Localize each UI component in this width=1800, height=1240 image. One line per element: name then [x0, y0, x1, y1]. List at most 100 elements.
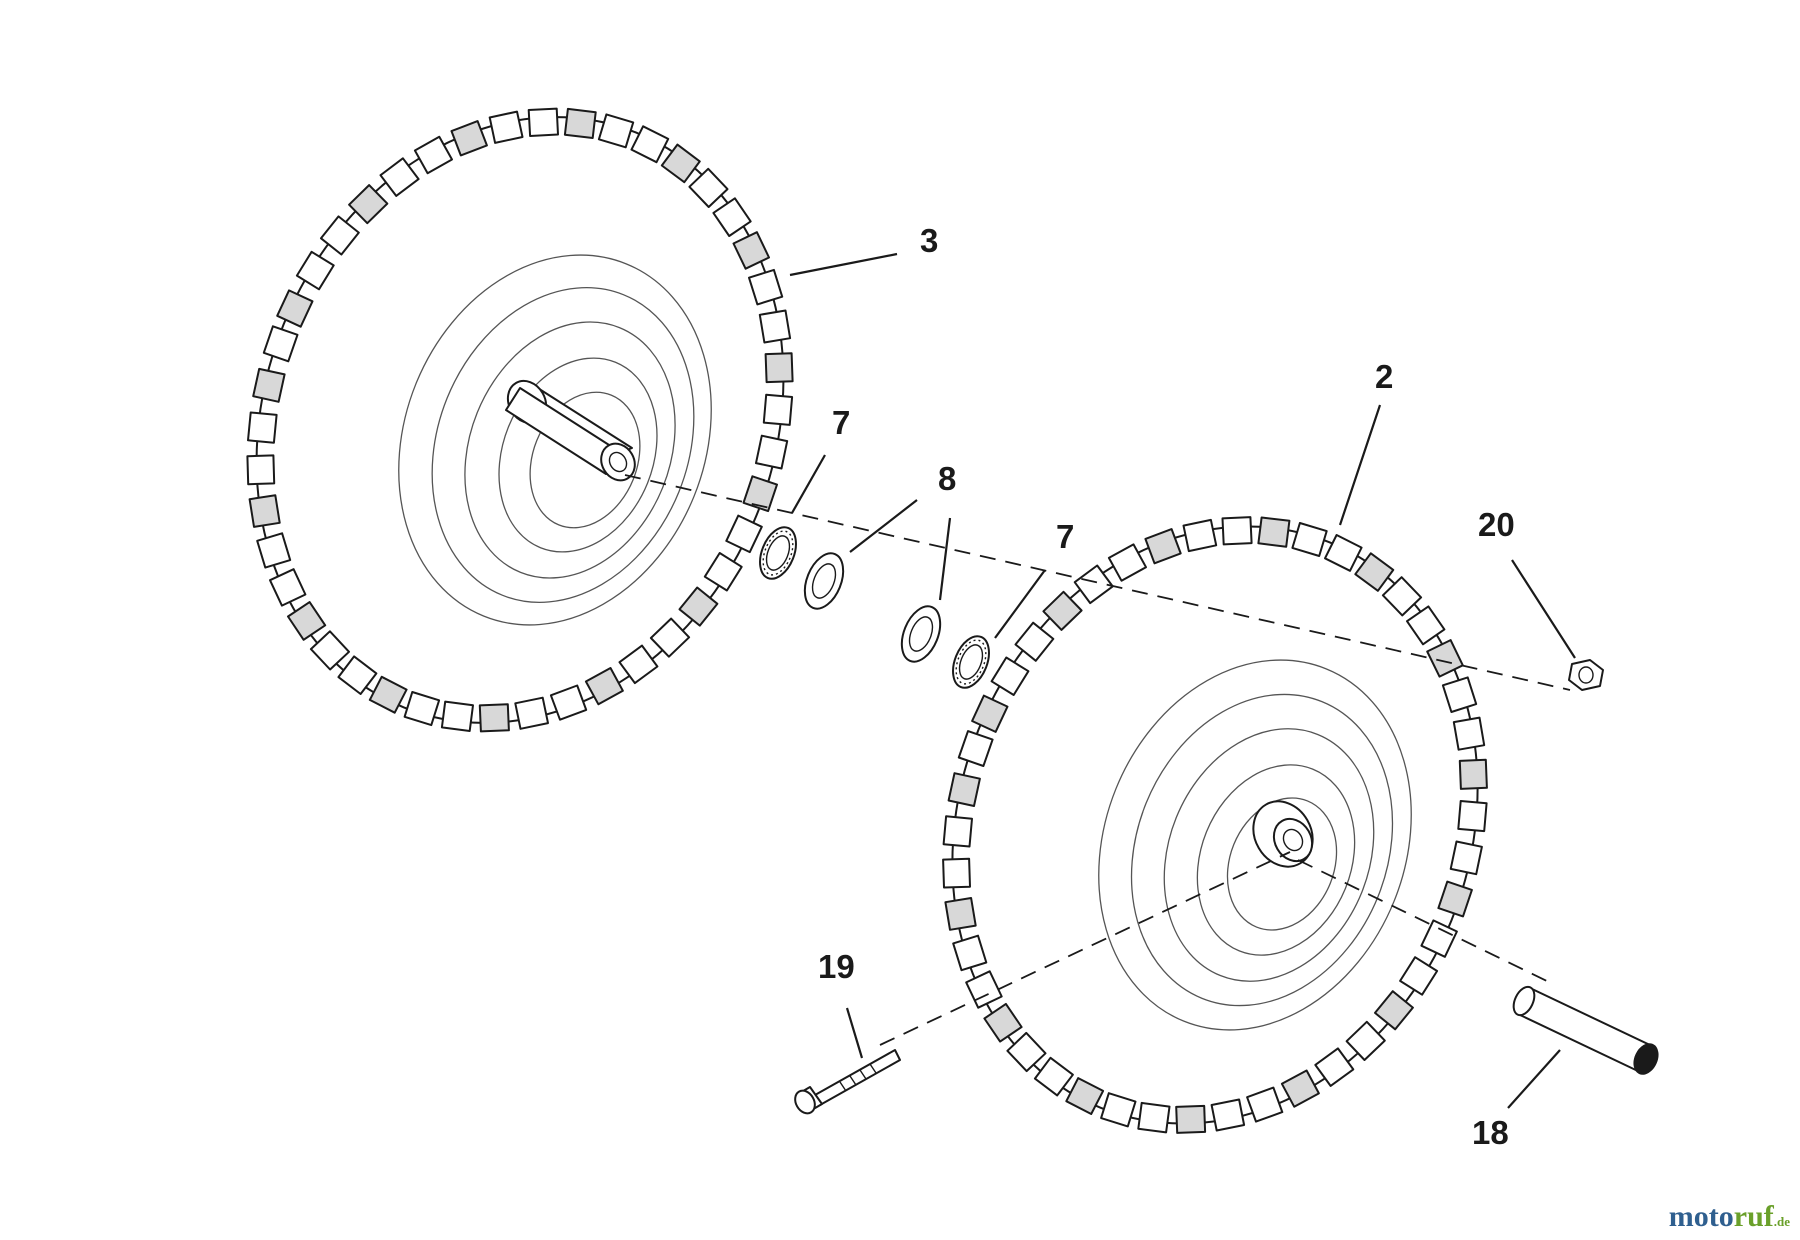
leader-flat-washer-top	[849, 499, 918, 553]
tread-lug	[527, 107, 559, 137]
label-lock-washer-top: 7	[832, 404, 850, 441]
tread-lug	[971, 694, 1009, 733]
tread-lug	[269, 568, 307, 607]
tread-lug	[703, 552, 743, 592]
tread-lug	[1452, 716, 1486, 751]
tread-lug	[276, 289, 314, 328]
tread-lug	[712, 197, 752, 237]
wheel-left-hub-shaft	[505, 379, 636, 482]
tread-lug	[1210, 1098, 1246, 1132]
tread-lug	[630, 125, 670, 164]
label-flat-washer-top: 8	[938, 460, 956, 497]
tread-lug	[379, 157, 420, 197]
tread-lug	[618, 644, 659, 685]
tread-lug	[348, 184, 389, 225]
tread-lug	[337, 655, 378, 695]
tread-lug	[309, 630, 350, 671]
flat-washer-top	[803, 552, 845, 610]
leader-wheel-right	[1338, 404, 1382, 526]
wheel-left-tread	[246, 107, 794, 733]
tread-lug	[514, 696, 549, 730]
label-nut: 20	[1478, 506, 1515, 543]
tread-lug	[1107, 543, 1147, 582]
label-bolt: 19	[818, 948, 855, 985]
leader-lock-washer-bottom	[994, 569, 1046, 639]
wheel-left	[246, 107, 794, 733]
tread-lug	[1221, 516, 1253, 546]
assembly-axis-upper	[624, 474, 1571, 691]
tread-lug	[248, 494, 281, 528]
wheel-left-rim-outer	[398, 254, 712, 626]
tread-lug	[295, 250, 335, 291]
tread-lug	[983, 1002, 1023, 1043]
watermark-part1: moto	[1668, 1200, 1734, 1233]
tread-lug	[1374, 990, 1414, 1031]
tread-lug	[262, 325, 299, 363]
tread-lug	[947, 772, 981, 807]
wheel-right-tire	[951, 525, 1479, 1125]
tread-lug	[755, 434, 789, 470]
tread-lug	[1042, 590, 1083, 631]
tread-lug	[1280, 1069, 1320, 1108]
tread-lug	[758, 309, 792, 344]
tread-lug	[678, 586, 719, 627]
tread-lug	[1420, 919, 1458, 958]
tread-lug	[742, 475, 778, 513]
tread-lug	[563, 107, 597, 139]
tread-lug	[256, 532, 292, 569]
tread-lug	[952, 934, 988, 972]
tread-lug	[1381, 576, 1423, 617]
tread-lug	[764, 352, 794, 384]
tread-lug	[549, 684, 588, 721]
tread-lug	[1033, 1056, 1074, 1097]
tread-lug	[1345, 1020, 1386, 1061]
tread-lug	[584, 667, 624, 706]
tread-lug	[1144, 528, 1182, 565]
assembly-axis-axle	[1297, 859, 1556, 986]
tread-lug	[1073, 564, 1114, 605]
tread-lug	[1457, 800, 1488, 833]
leader-flat-washer-bottom	[938, 517, 952, 601]
flat-washer-bottom	[900, 605, 942, 663]
tread-lug	[965, 970, 1003, 1009]
assembly-axis-bolt	[879, 851, 1291, 1046]
wheel-right-hub	[1252, 800, 1314, 868]
watermark-suffix: .de	[1773, 1214, 1790, 1229]
bolt	[794, 1049, 901, 1115]
watermark-logo: motoruf.de	[1669, 1200, 1790, 1234]
tread-lug	[597, 113, 635, 149]
tread-lug	[478, 703, 510, 733]
tread-lug	[649, 617, 691, 658]
tread-lug	[1449, 840, 1483, 876]
tread-lug	[1175, 1104, 1207, 1134]
tread-lug	[1437, 880, 1473, 918]
tread-lug	[1065, 1077, 1105, 1115]
tread-lug	[1014, 621, 1055, 662]
wheel-right-tread	[942, 516, 1488, 1134]
tread-lug	[413, 135, 453, 175]
tread-lug	[725, 514, 763, 554]
tread-lug	[1426, 639, 1464, 678]
tread-lug	[942, 857, 971, 889]
tread-lug	[1182, 518, 1218, 553]
label-wheel-left: 3	[920, 222, 938, 259]
tread-lug	[1399, 956, 1439, 996]
tread-lug	[944, 897, 977, 931]
label-axle: 18	[1472, 1114, 1509, 1151]
watermark-part2: ruf	[1733, 1200, 1774, 1233]
axle-pin	[1512, 985, 1659, 1075]
tread-lug	[1100, 1092, 1137, 1128]
tread-lug	[732, 231, 770, 270]
tread-lug	[1137, 1101, 1171, 1134]
tread-lug	[1354, 552, 1395, 592]
tread-lug	[1406, 605, 1446, 646]
leader-nut	[1511, 559, 1576, 659]
leader-bolt	[845, 1007, 864, 1059]
tread-lug	[762, 393, 794, 426]
tread-lug	[450, 120, 488, 157]
label-wheel-right: 2	[1375, 358, 1393, 395]
lock-washer-bottom	[952, 635, 990, 689]
leader-lock-washer-top	[791, 454, 826, 514]
